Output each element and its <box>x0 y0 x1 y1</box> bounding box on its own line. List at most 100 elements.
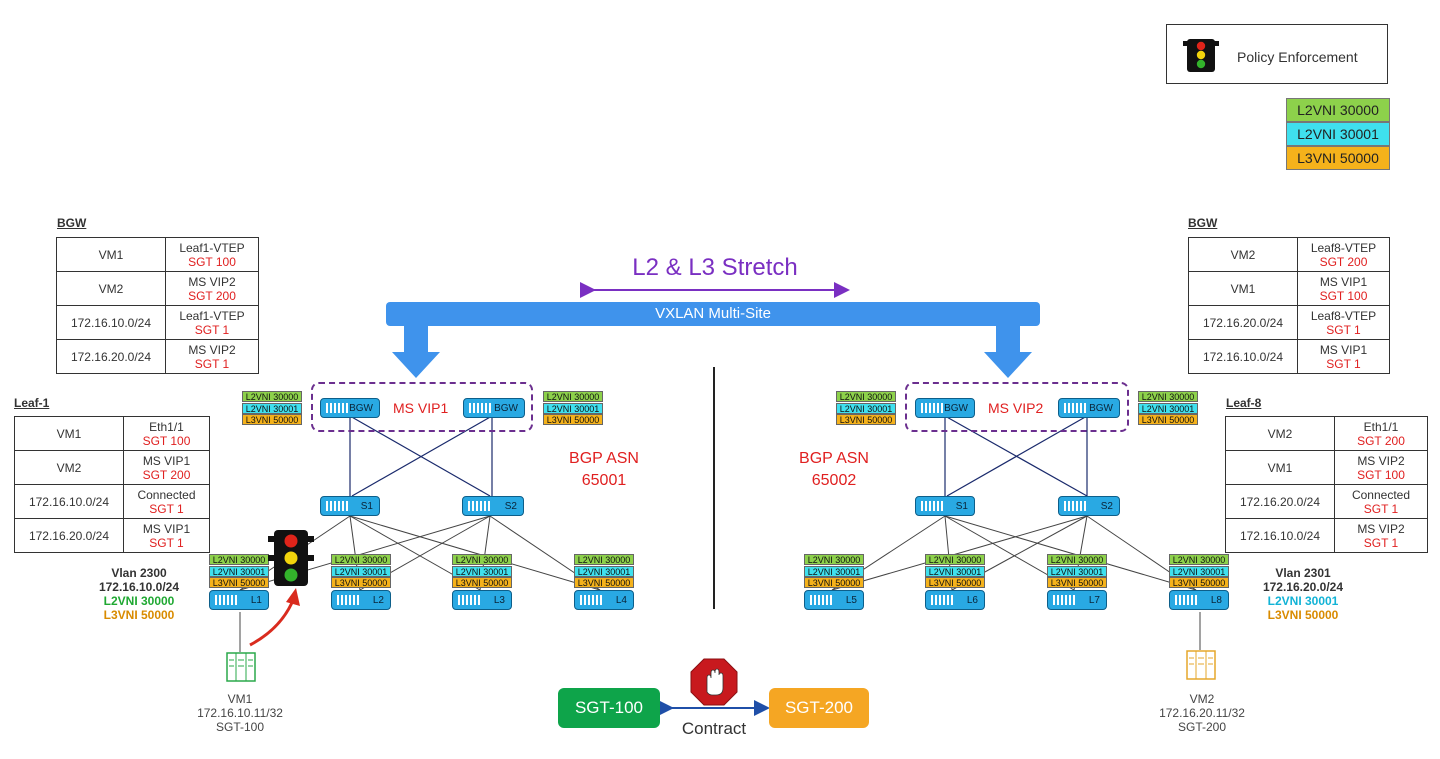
table-cell-prefix: 172.16.20.0/24 <box>1188 305 1298 340</box>
sgt-200-group: SGT-200 <box>769 688 869 728</box>
switch-port-icon <box>1064 501 1086 511</box>
switch-port-icon <box>810 595 832 605</box>
device-label: BGW <box>1089 403 1113 414</box>
multisite-banner: VXLAN Multi-Site <box>386 302 1040 326</box>
vni-tag-l3: L3VNI 50000 <box>209 577 269 588</box>
table-cell-prefix: VM1 <box>1188 271 1298 306</box>
vni-tag-l2b: L2VNI 30001 <box>574 565 634 577</box>
vni-tag-l3: L3VNI 50000 <box>331 577 391 588</box>
switch-port-icon <box>215 595 237 605</box>
legend-l2vni-30001: L2VNI 30001 <box>1286 122 1390 146</box>
vni-tag-l3: L3VNI 50000 <box>925 577 985 588</box>
vni-tag-l2b: L2VNI 30001 <box>543 402 603 414</box>
switch-port-icon <box>921 501 943 511</box>
bgw-switch: BGW <box>1058 398 1120 418</box>
ms-vip2-label: MS VIP2 <box>988 400 1044 416</box>
table-cell-prefix: VM1 <box>1225 450 1335 485</box>
device-label: S2 <box>1100 501 1113 512</box>
vni-tag-l3: L3VNI 50000 <box>836 414 896 425</box>
vni-tag-l2b: L2VNI 30001 <box>1047 565 1107 577</box>
spine-switch: S1 <box>915 496 975 516</box>
switch-port-icon <box>931 595 953 605</box>
device-label: L8 <box>1210 595 1222 606</box>
table-cell-prefix: VM2 <box>1225 416 1335 451</box>
vni-tag-l3: L3VNI 50000 <box>804 577 864 588</box>
switch-port-icon <box>469 403 491 413</box>
device-label: L3 <box>493 595 505 606</box>
device-label: S1 <box>955 501 968 512</box>
vni-tag-l2a: L2VNI 30000 <box>331 554 391 565</box>
switch-port-icon <box>458 595 480 605</box>
switch-port-icon <box>468 501 490 511</box>
spine-switch: S1 <box>320 496 380 516</box>
device-label: BGW <box>494 403 518 414</box>
vni-tag-l2b: L2VNI 30001 <box>331 565 391 577</box>
switch-port-icon <box>1053 595 1075 605</box>
vni-tag-l2b: L2VNI 30001 <box>925 565 985 577</box>
device-label: L5 <box>845 595 857 606</box>
switch-port-icon <box>326 403 348 413</box>
vm2-server-icon <box>1186 650 1216 680</box>
vni-tag-l2b: L2VNI 30001 <box>209 565 269 577</box>
device-label: BGW <box>944 403 968 414</box>
vni-tag-l2a: L2VNI 30000 <box>452 554 512 565</box>
vni-tag-l2a: L2VNI 30000 <box>209 554 269 565</box>
device-label: L2 <box>372 595 384 606</box>
table-cell-prefix: 172.16.20.0/24 <box>14 518 124 553</box>
vni-tag-l2a: L2VNI 30000 <box>836 391 896 402</box>
stretch-label: L2 & L3 Stretch <box>632 254 798 281</box>
ms-vip1-label: MS VIP1 <box>393 400 449 416</box>
bgw-table-title-site1: BGW <box>57 216 87 230</box>
vlan-info-site1: Vlan 2300 172.16.10.0/24 L2VNI 30000 L3V… <box>98 566 180 622</box>
vni-tag-l2a: L2VNI 30000 <box>543 391 603 402</box>
leaf-switch: L6 <box>925 590 985 610</box>
vni-tag-l2b: L2VNI 30001 <box>1169 565 1229 577</box>
leaf-table-title-site2: Leaf-8 <box>1226 396 1262 410</box>
contract-label: Contract <box>681 719 747 738</box>
leaf-switch: L8 <box>1169 590 1229 610</box>
device-label: S1 <box>360 501 373 512</box>
table-cell-prefix: VM1 <box>56 237 166 272</box>
vni-tag-l3: L3VNI 50000 <box>1169 577 1229 588</box>
vni-tag-l2a: L2VNI 30000 <box>574 554 634 565</box>
bgw-switch: BGW <box>915 398 975 418</box>
vni-tag-l2a: L2VNI 30000 <box>1169 554 1229 565</box>
bgw-switch: BGW <box>320 398 380 418</box>
leaf-switch: L4 <box>574 590 634 610</box>
switch-port-icon <box>337 595 359 605</box>
table-cell-prefix: VM2 <box>56 271 166 306</box>
vni-tag-l2b: L2VNI 30001 <box>836 402 896 414</box>
device-label: S2 <box>504 501 517 512</box>
ms-vip1-group <box>311 382 533 432</box>
leaf-switch: L1 <box>209 590 269 610</box>
switch-port-icon <box>1175 595 1197 605</box>
legend-l2vni-30000: L2VNI 30000 <box>1286 98 1390 122</box>
table-cell-prefix: VM2 <box>1188 237 1298 272</box>
leaf-switch: L2 <box>331 590 391 610</box>
